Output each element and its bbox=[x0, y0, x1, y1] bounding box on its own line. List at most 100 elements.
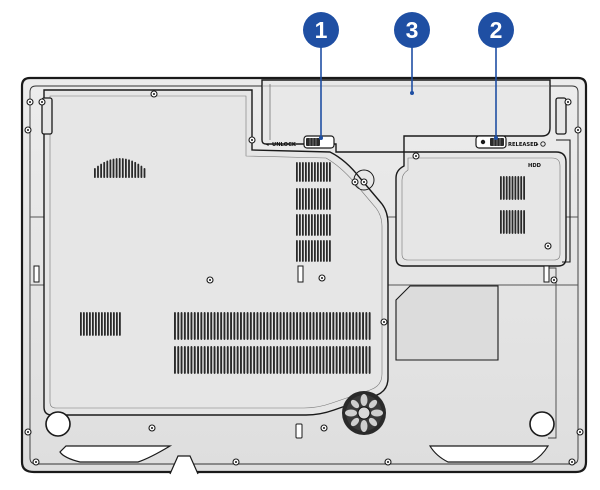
center-vent-slot bbox=[320, 214, 322, 236]
center-vent-slot bbox=[326, 214, 328, 236]
lower-vent-slot bbox=[230, 346, 232, 374]
hdd-vent-slot bbox=[520, 176, 523, 200]
center-vent-slot bbox=[314, 162, 316, 182]
screw-head bbox=[251, 139, 253, 141]
hdd-vent-slot bbox=[523, 210, 525, 234]
lower-vent-slot bbox=[180, 312, 183, 340]
center-vent-slot bbox=[308, 162, 310, 182]
lower-vent-slot bbox=[312, 312, 315, 340]
lower-vent-slot bbox=[240, 346, 242, 374]
lower-vent-slot bbox=[302, 346, 305, 374]
lower-vent-slot bbox=[332, 312, 335, 340]
lower-vent-slot bbox=[342, 312, 345, 340]
lower-vent-slot bbox=[335, 312, 338, 340]
callout-2-number: 2 bbox=[490, 17, 503, 43]
battery-release-latch[interactable] bbox=[475, 135, 507, 149]
arched-vent-slot bbox=[109, 159, 112, 178]
lower-vent-slot bbox=[342, 346, 345, 374]
arched-vent-slot bbox=[115, 158, 118, 178]
battery-unlock-latch[interactable] bbox=[303, 135, 335, 149]
screw-head bbox=[387, 461, 389, 463]
label-plate bbox=[395, 285, 499, 361]
lower-vent-slot bbox=[256, 346, 259, 374]
left-vent-slot bbox=[80, 312, 82, 336]
lower-vent-slot bbox=[368, 346, 371, 374]
lower-vent-slot bbox=[226, 312, 229, 340]
hdd-vent-slot bbox=[505, 210, 508, 234]
lower-vent-slot bbox=[276, 346, 279, 374]
center-vent-slot bbox=[320, 240, 322, 262]
lower-vent-slot bbox=[200, 312, 203, 340]
lower-vent-slot bbox=[193, 346, 196, 374]
hdd-vent-slot bbox=[517, 176, 520, 200]
release-lock-icon bbox=[540, 141, 546, 147]
arched-vent-slot bbox=[106, 160, 109, 178]
callout-3-badge: 3 bbox=[394, 12, 430, 48]
screw-head bbox=[27, 129, 29, 131]
screw-head bbox=[27, 431, 29, 433]
center-vent-slot bbox=[308, 214, 310, 236]
center-vent-slot bbox=[317, 214, 319, 236]
bottom-tab-mark bbox=[295, 423, 303, 439]
lower-vent-slot bbox=[193, 312, 196, 340]
lower-vent-slot bbox=[174, 346, 176, 374]
center-vent-slot bbox=[308, 240, 310, 262]
center-vent-slot bbox=[317, 162, 319, 182]
lower-vent-slot bbox=[345, 312, 348, 340]
screw-head bbox=[577, 129, 579, 131]
center-vent-slot bbox=[320, 188, 322, 210]
arched-vent-slot bbox=[112, 158, 115, 178]
center-vent-slot bbox=[317, 188, 319, 210]
lower-vent-slot bbox=[352, 346, 355, 374]
center-vent-slot bbox=[329, 240, 331, 262]
lower-vent-slot bbox=[263, 312, 265, 340]
left-vent-slot bbox=[119, 312, 121, 336]
center-vent-slot bbox=[314, 188, 316, 210]
lower-vent-slot bbox=[358, 312, 361, 340]
lower-vent-slot bbox=[319, 312, 322, 340]
callout-1-badge: 1 bbox=[303, 12, 339, 48]
lower-vent-slot bbox=[246, 312, 249, 340]
lower-vent-slot bbox=[266, 346, 269, 374]
center-vent-slot bbox=[302, 162, 304, 182]
center-vent-slot bbox=[299, 162, 301, 182]
center-vent-slot bbox=[323, 188, 325, 210]
screw-head bbox=[29, 101, 31, 103]
lower-vent-slot bbox=[249, 312, 252, 340]
screw-head bbox=[35, 461, 37, 463]
main-access-cover-inner bbox=[49, 95, 383, 409]
released-label: RELEASED bbox=[508, 142, 539, 148]
arched-vent-slot bbox=[143, 168, 146, 178]
center-vent-slot bbox=[302, 240, 304, 262]
lower-vent-slot bbox=[263, 346, 265, 374]
screw-head bbox=[153, 93, 155, 95]
arched-vent-slot bbox=[137, 163, 140, 178]
center-vent-slot bbox=[311, 214, 313, 236]
center-vent-slot bbox=[326, 240, 328, 262]
lower-vent-slot bbox=[302, 312, 305, 340]
center-vent-slot bbox=[314, 240, 316, 262]
lower-vent-slot bbox=[329, 346, 331, 374]
hdd-vent-slot bbox=[520, 210, 523, 234]
center-vent-slot bbox=[299, 240, 301, 262]
lower-vent-slot bbox=[269, 312, 272, 340]
lower-vent-slot bbox=[309, 312, 312, 340]
lower-vent-slot bbox=[282, 346, 285, 374]
lower-vent-slot bbox=[362, 312, 364, 340]
arched-vent-slot bbox=[121, 158, 124, 178]
left-vent-slot bbox=[98, 312, 100, 336]
arched-vent-slot bbox=[128, 159, 130, 178]
screw-head bbox=[354, 181, 356, 183]
lower-vent-slot bbox=[207, 312, 209, 340]
lower-vent-slot bbox=[187, 346, 190, 374]
unlock-label: UNLOCK bbox=[272, 142, 297, 148]
lower-vent-slot bbox=[282, 312, 285, 340]
callout-3-number: 3 bbox=[406, 17, 419, 43]
lower-vent-slot bbox=[332, 346, 335, 374]
lower-vent-slot bbox=[355, 346, 358, 374]
hdd-vent-slot bbox=[508, 210, 511, 234]
left-vent-slot bbox=[95, 312, 97, 336]
lower-vent-slot bbox=[279, 312, 282, 340]
right-tab-mark bbox=[543, 265, 550, 283]
hdd-vent-slot bbox=[511, 210, 514, 234]
